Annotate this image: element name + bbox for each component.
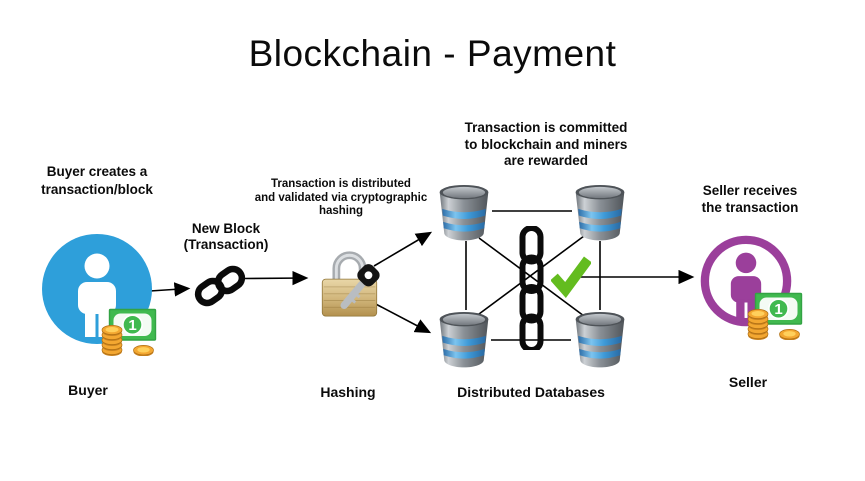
arrow-buyer-to-newblock — [149, 282, 191, 297]
padlock-with-key-icon — [314, 247, 384, 319]
buyer-label: Buyer — [68, 382, 108, 398]
database-icon-bottom-right — [573, 310, 627, 368]
seller-money-icon — [744, 286, 808, 340]
seller-label: Seller — [728, 374, 768, 390]
green-checkmark-icon — [551, 256, 591, 298]
seller-caption: Seller receives the transaction — [701, 183, 799, 215]
hashing-label: Hashing — [320, 384, 376, 400]
databases-caption: Transaction is committed to blockchain a… — [464, 120, 628, 168]
database-icon-bottom-left — [437, 310, 491, 368]
arrow-newblock-to-hashing — [243, 270, 309, 286]
buyer-money-icon — [98, 302, 162, 356]
distributed-databases-label: Distributed Databases — [457, 384, 605, 400]
mesh-diagonal-2 — [478, 235, 585, 315]
chain-link-icon — [194, 263, 246, 309]
new-block-caption: New Block (Transaction) — [183, 221, 269, 252]
buyer-caption: Buyer creates a transaction/block — [41, 164, 153, 197]
mesh-diagonal-1 — [478, 237, 585, 317]
arrow-hashing-to-db-top — [373, 231, 433, 267]
database-icon-top-left — [437, 183, 491, 241]
arrow-hashing-to-db-bottom — [369, 300, 432, 334]
hashing-caption: Transaction is distributed and validated… — [254, 178, 428, 217]
page-title: Blockchain - Payment — [248, 33, 617, 74]
database-icon-top-right — [573, 183, 627, 241]
vertical-chain-icon — [519, 226, 544, 350]
